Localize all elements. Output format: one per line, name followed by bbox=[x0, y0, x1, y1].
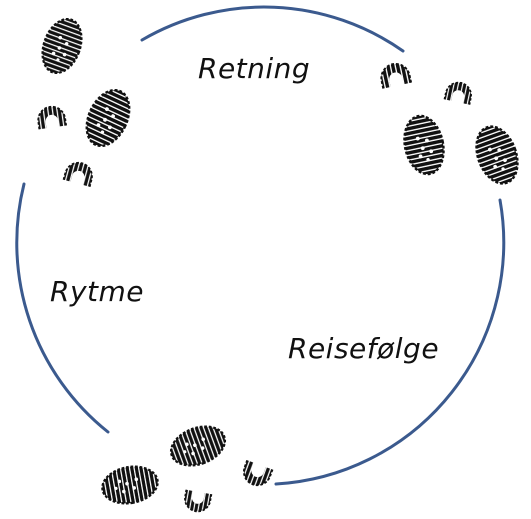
cycle-ring bbox=[15, 5, 506, 486]
label-direction: Retning bbox=[198, 52, 311, 85]
label-rhythm: Rytme bbox=[50, 275, 145, 308]
ring-arc-left bbox=[15, 182, 110, 434]
ring-arc-right bbox=[274, 198, 506, 486]
ring-arc-top bbox=[140, 5, 405, 53]
footprints-icon bbox=[98, 418, 274, 515]
footprints-icon bbox=[34, 12, 139, 188]
label-companions: Reisefølge bbox=[288, 332, 440, 365]
footprints-icon bbox=[377, 60, 527, 191]
